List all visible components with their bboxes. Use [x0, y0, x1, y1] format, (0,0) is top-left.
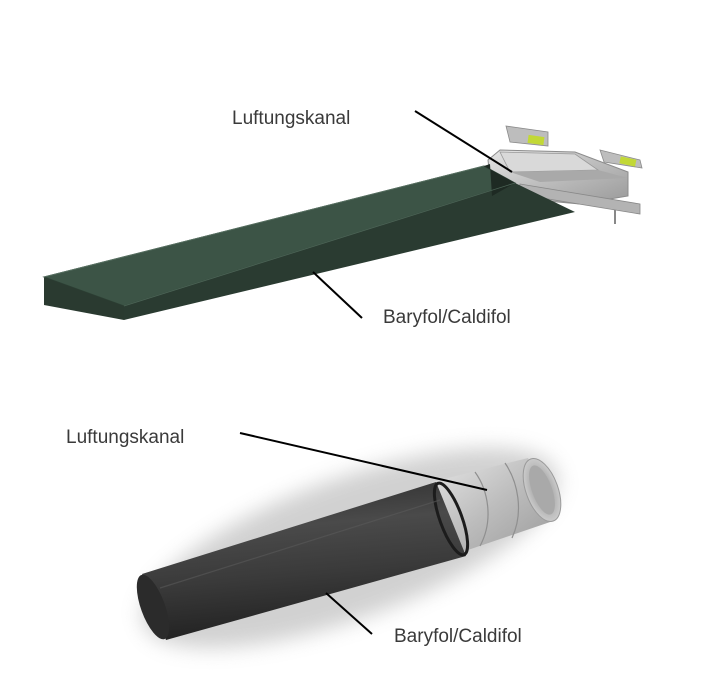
callout-rect-duct-label: Luftungskanal — [232, 108, 351, 129]
callout-round-foil-label: Baryfol/Caldifol — [394, 626, 522, 647]
leader-top-duct — [414, 110, 513, 173]
rectangular-foil-wrap — [42, 164, 575, 320]
round-foil-wrap — [136, 481, 470, 640]
leader-top-foil — [312, 271, 363, 319]
callout-round-duct-label: Luftungskanal — [66, 427, 185, 448]
callout-rect-foil-label: Baryfol/Caldifol — [383, 307, 511, 328]
round-duct-metal — [432, 458, 562, 552]
round-duct-assembly — [136, 448, 562, 648]
rectangular-duct-assembly — [42, 125, 643, 320]
leader-bot-foil — [325, 592, 373, 635]
leader-bot-duct — [239, 432, 488, 491]
